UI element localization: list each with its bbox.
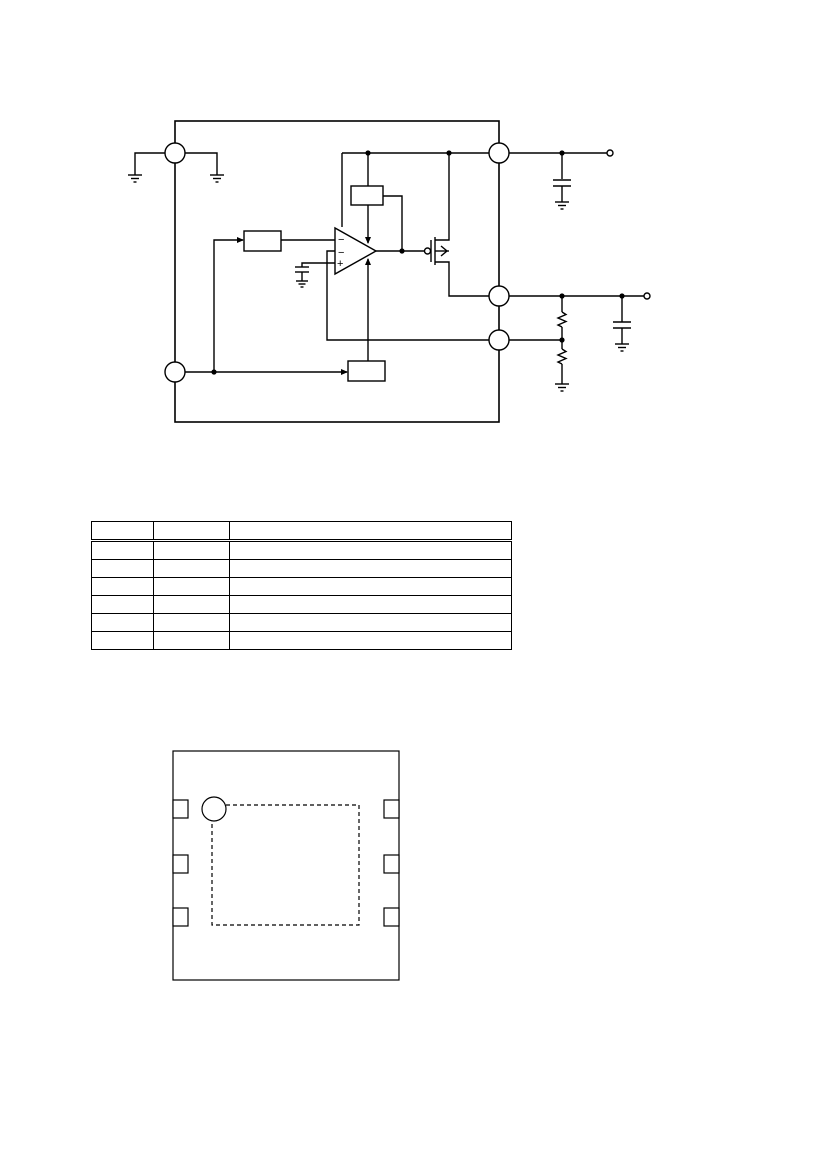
table-cell xyxy=(229,577,512,596)
table-cell xyxy=(229,595,512,614)
ground-symbol xyxy=(555,201,569,210)
pad-left-1 xyxy=(172,799,189,819)
bias-block xyxy=(350,185,384,206)
ground-symbol xyxy=(128,174,142,183)
block-diagram: − − + xyxy=(128,120,651,423)
gnd-pin xyxy=(164,142,186,164)
svg-text:−: − xyxy=(338,247,344,259)
pad-right-4 xyxy=(383,907,400,927)
table-cell xyxy=(153,559,230,578)
pad-left-3 xyxy=(172,907,189,927)
table-cell xyxy=(153,631,230,650)
svg-text:−: − xyxy=(338,234,344,246)
table-header-row xyxy=(91,521,512,542)
package-body xyxy=(172,750,400,981)
table-cell xyxy=(153,540,230,560)
pass-transistor xyxy=(430,153,489,297)
header-description xyxy=(229,521,512,542)
gate-bubble xyxy=(423,247,432,255)
table-cell xyxy=(91,613,154,632)
ground-symbol xyxy=(210,174,224,183)
table-row xyxy=(91,613,512,632)
pin-description-table xyxy=(91,521,512,650)
ic-package-outline xyxy=(174,120,500,423)
table-cell xyxy=(229,540,512,560)
vout-terminal xyxy=(643,292,651,300)
reference-capacitor xyxy=(295,266,309,273)
table-cell xyxy=(153,577,230,596)
table-row xyxy=(91,595,512,614)
pad-left-2 xyxy=(172,854,189,874)
table-row xyxy=(91,577,512,596)
table-row xyxy=(91,559,512,578)
table-cell xyxy=(91,577,154,596)
table-cell xyxy=(229,613,512,632)
table-cell xyxy=(229,559,512,578)
table-cell xyxy=(91,559,154,578)
reference-block xyxy=(243,230,282,252)
enable-control-block xyxy=(347,360,386,382)
table-row xyxy=(91,631,512,650)
header-pin-name xyxy=(153,521,230,542)
ground-symbol xyxy=(555,383,569,392)
output-capacitor xyxy=(613,321,631,329)
table-cell xyxy=(91,595,154,614)
table-cell xyxy=(153,613,230,632)
feedback-resistor-top xyxy=(556,311,568,328)
fb-pin xyxy=(488,329,510,351)
vout-pin xyxy=(488,285,510,307)
exposed-pad xyxy=(211,804,360,926)
ground-symbol xyxy=(615,343,629,352)
svg-text:+: + xyxy=(337,258,343,270)
vin-terminal xyxy=(606,149,614,157)
vin-pin xyxy=(488,142,510,164)
en-pin xyxy=(164,361,186,383)
pad-right-6 xyxy=(383,799,400,819)
table-cell xyxy=(153,595,230,614)
pin1-marker xyxy=(201,796,227,822)
table-cell xyxy=(91,631,154,650)
ground-symbol xyxy=(296,280,308,288)
input-capacitor xyxy=(553,179,571,187)
table-cell xyxy=(91,540,154,560)
table-cell xyxy=(229,631,512,650)
table-row xyxy=(91,540,512,560)
junction-dots xyxy=(211,150,625,375)
pad-right-5 xyxy=(383,854,400,874)
header-pin-number xyxy=(91,521,154,542)
feedback-resistor-bottom xyxy=(556,348,568,365)
